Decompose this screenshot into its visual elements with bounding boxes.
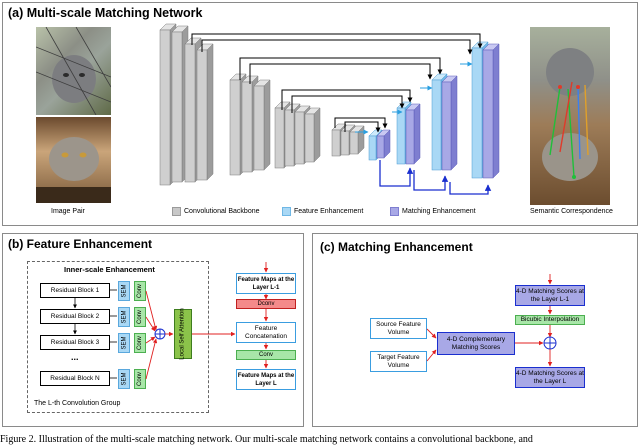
legend-matching-swatch: [390, 207, 399, 216]
semantic-correspondence-photo: [530, 27, 610, 205]
legend-feature-swatch: [282, 207, 291, 216]
scores-in-box: 4-D Matching Scores at the Layer L-1: [515, 285, 585, 306]
conv-after-box: Conv: [236, 350, 296, 360]
sem-module-1: SEM: [118, 281, 130, 301]
panel-c-title: (c) Matching Enhancement: [320, 240, 473, 254]
residual-dots: ...: [71, 352, 79, 362]
backbone-block-1d: [196, 43, 214, 181]
feature-concatenation-box: Feature Concatenation: [236, 322, 296, 343]
convolution-group-box: [27, 261, 209, 413]
legend-matching-label: Matching Enhancement: [402, 208, 476, 215]
inner-scale-title: Inner-scale Enhancement: [64, 265, 155, 274]
convolution-group-label: The L-th Convolution Group: [34, 400, 121, 407]
source-feature-volume-box: Source Feature Volume: [370, 318, 427, 339]
matching-enh-block-4: [482, 43, 500, 179]
image-pair-bottom-photo: [36, 117, 111, 203]
panel-b-title: (b) Feature Enhancement: [8, 237, 153, 251]
legend-backbone-swatch: [172, 207, 181, 216]
matching-enh-block-3: [441, 75, 458, 171]
sem-module-3: SEM: [118, 333, 130, 353]
conv-module-3: Conv: [134, 333, 146, 353]
dconv-box: Dconv: [236, 299, 296, 309]
residual-block-n: Residual Block N: [40, 371, 110, 386]
matching-enh-block-2: [405, 103, 421, 165]
scores-out-box: 4-D Matching Scores at the Layer L: [515, 367, 585, 388]
sem-module-2: SEM: [118, 307, 130, 327]
network-diagram: [159, 23, 500, 195]
conv-module-1: Conv: [134, 281, 146, 301]
backbone-block-3d: [304, 107, 321, 163]
residual-block-1: Residual Block 1: [40, 283, 110, 298]
sem-module-n: SEM: [118, 369, 130, 389]
local-self-attention: Local Self Attention: [174, 308, 192, 360]
legend-backbone-label: Convolutional Backbone: [184, 208, 260, 215]
conv-module-n: Conv: [134, 369, 146, 389]
legend-feature-label: Feature Enhancement: [294, 208, 364, 215]
complementary-scores-box: 4-D Complementary Matching Scores: [437, 332, 515, 355]
panel-matching-enhancement: [312, 233, 638, 427]
backbone-block-4c: [349, 125, 365, 155]
residual-block-2: Residual Block 2: [40, 309, 110, 324]
semantic-correspondence-label: Semantic Correspondence: [530, 208, 613, 215]
feature-maps-in-box: Feature Maps at the Layer L-1: [236, 273, 296, 294]
feature-maps-out-box: Feature Maps at the Layer L: [236, 369, 296, 390]
image-pair-top-photo: [36, 27, 111, 115]
panel-a-title: (a) Multi-scale Matching Network: [8, 6, 203, 20]
residual-block-3: Residual Block 3: [40, 335, 110, 350]
matching-enh-block-1: [376, 129, 391, 159]
figure-caption: Figure 2. Illustration of the multi-scal…: [0, 434, 533, 445]
backbone-block-2c: [253, 79, 271, 171]
target-feature-volume-box: Target Feature Volume: [370, 351, 427, 372]
bicubic-interpolation-box: Bicubic Interpolation: [515, 315, 585, 325]
image-pair-label: Image Pair: [51, 208, 85, 215]
conv-module-2: Conv: [134, 307, 146, 327]
